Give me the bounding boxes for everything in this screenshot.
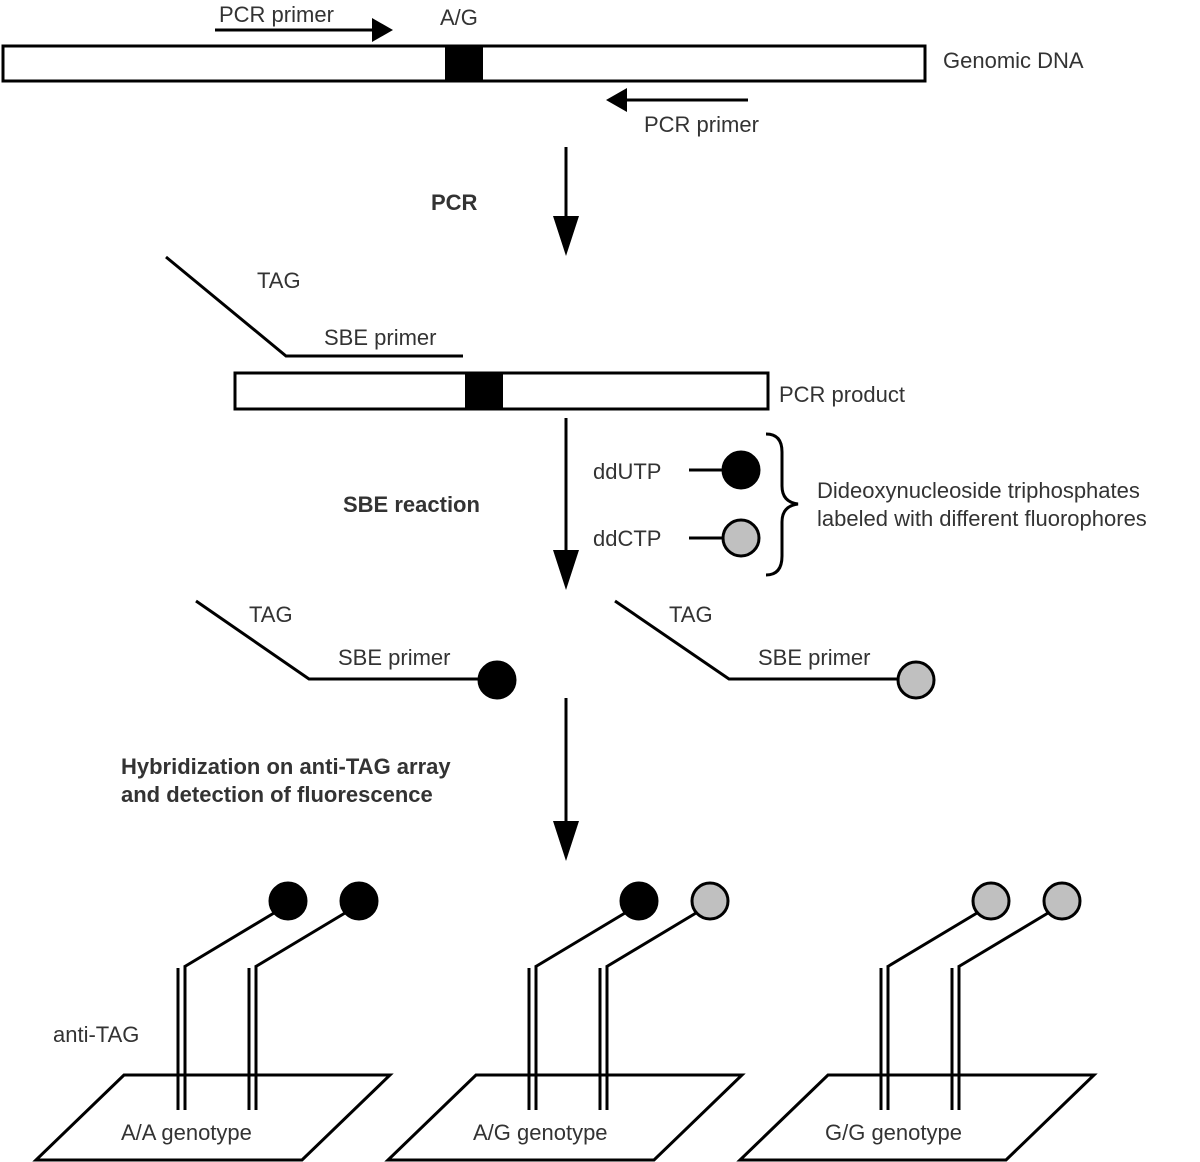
forward-primer-arrow-head [372, 18, 393, 42]
fluorophore-gray-icon [971, 881, 1011, 921]
array-slide-ag [384, 1073, 746, 1162]
tag-sbe-primer-right [614, 599, 899, 681]
array-slide-gg [736, 1073, 1098, 1162]
genomic-dna-label: Genomic DNA [943, 48, 1084, 73]
reverse-primer-label: PCR primer [644, 112, 759, 137]
genotype-aa-label: A/A genotype [121, 1120, 252, 1145]
ddutp-label: ddUTP [593, 459, 661, 484]
tag-sbe-primer-left [195, 599, 480, 681]
sbe-primer-label-left: SBE primer [338, 645, 450, 670]
hybridization-step: Hybridization on anti-TAG array and dete… [121, 698, 579, 861]
fluorophore-gray-icon [690, 881, 730, 921]
forward-primer-label: PCR primer [219, 2, 334, 27]
hybridized-probe-tail [886, 911, 978, 969]
array-ag-genotype: A/G genotype [384, 881, 746, 1162]
ddntp-description-line1: Dideoxynucleoside triphosphates [817, 478, 1140, 503]
hybridized-probe-tail [183, 911, 275, 969]
curly-brace [765, 432, 799, 577]
array-slide-aa [32, 1073, 394, 1162]
fluorophore-gray-icon [1042, 881, 1082, 921]
fluorophore-black-icon [339, 881, 379, 921]
reverse-primer-arrow-head [606, 88, 627, 112]
snp-site-pcr-product [465, 373, 503, 409]
hyb-arrow-head [553, 821, 579, 861]
pcr-product-label: PCR product [779, 382, 905, 407]
ddntp-description-line2: labeled with different fluorophores [817, 506, 1147, 531]
array-gg-genotype: G/G genotype [736, 881, 1098, 1162]
extended-primer-right: TAG SBE primer [614, 599, 936, 700]
tag-label-left: TAG [249, 602, 293, 627]
snp-label: A/G [440, 5, 478, 30]
hyb-step-label-line1: Hybridization on anti-TAG array [121, 754, 451, 779]
hybridized-probe-tail [254, 911, 346, 969]
sbe-primer-label-top: SBE primer [324, 325, 436, 350]
hybridized-probe-tail [605, 911, 697, 969]
ddctp-label: ddCTP [593, 526, 661, 551]
pcr-product-group: TAG SBE primer PCR product [165, 255, 905, 411]
ddutp-fluorophore-icon [721, 450, 761, 490]
genotype-gg-label: G/G genotype [825, 1120, 962, 1145]
tag-label-right: TAG [669, 602, 713, 627]
sbe-arrow-head [553, 550, 579, 590]
sbe-primer-label-right: SBE primer [758, 645, 870, 670]
pcr-arrow-head [553, 216, 579, 256]
fluorophore-gray-icon [896, 660, 936, 700]
extended-primer-left: TAG SBE primer [195, 599, 517, 700]
hybridized-probe-tail [957, 911, 1049, 969]
genomic-dna-group: Genomic DNA A/G PCR primer PCR primer [1, 2, 1084, 137]
hyb-step-label-line2: and detection of fluorescence [121, 782, 433, 807]
ddctp-fluorophore-icon [721, 518, 761, 558]
fluorophore-black-icon [477, 660, 517, 700]
tag-label-top: TAG [257, 268, 301, 293]
sbe-step: SBE reaction ddUTP ddCTP Dideoxynucleosi… [343, 418, 1147, 590]
pcr-step-label: PCR [431, 190, 478, 215]
genotype-ag-label: A/G genotype [473, 1120, 608, 1145]
pcr-step: PCR [431, 147, 579, 256]
tag-sbe-primer-top [165, 255, 463, 358]
anti-tag-label: anti-TAG [53, 1022, 139, 1047]
snp-site-genomic [445, 46, 483, 81]
fluorophore-black-icon [268, 881, 308, 921]
fluorophore-black-icon [619, 881, 659, 921]
array-aa-genotype: A/A genotype [32, 881, 394, 1162]
hybridized-probe-tail [534, 911, 626, 969]
sbe-step-label: SBE reaction [343, 492, 480, 517]
